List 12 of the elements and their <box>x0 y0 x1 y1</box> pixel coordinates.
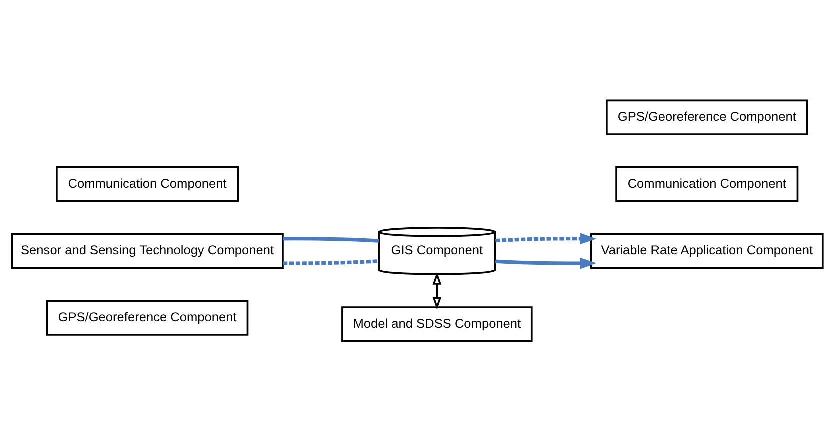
arrow <box>496 233 597 245</box>
node-box: GPS/Georeference Component <box>46 300 249 336</box>
node-box: Communication Component <box>616 166 799 202</box>
arrow <box>496 258 597 270</box>
arrow <box>432 272 442 310</box>
node-box: Variable Rate Application Component <box>590 233 824 270</box>
node-box: Communication Component <box>56 166 240 202</box>
node-box: GPS/Georeference Component <box>606 100 808 136</box>
connector <box>283 259 380 266</box>
node-box: Model and SDSS Component <box>342 306 533 342</box>
connector <box>283 237 380 243</box>
node-box: Sensor and Sensing Technology Component <box>11 233 284 270</box>
